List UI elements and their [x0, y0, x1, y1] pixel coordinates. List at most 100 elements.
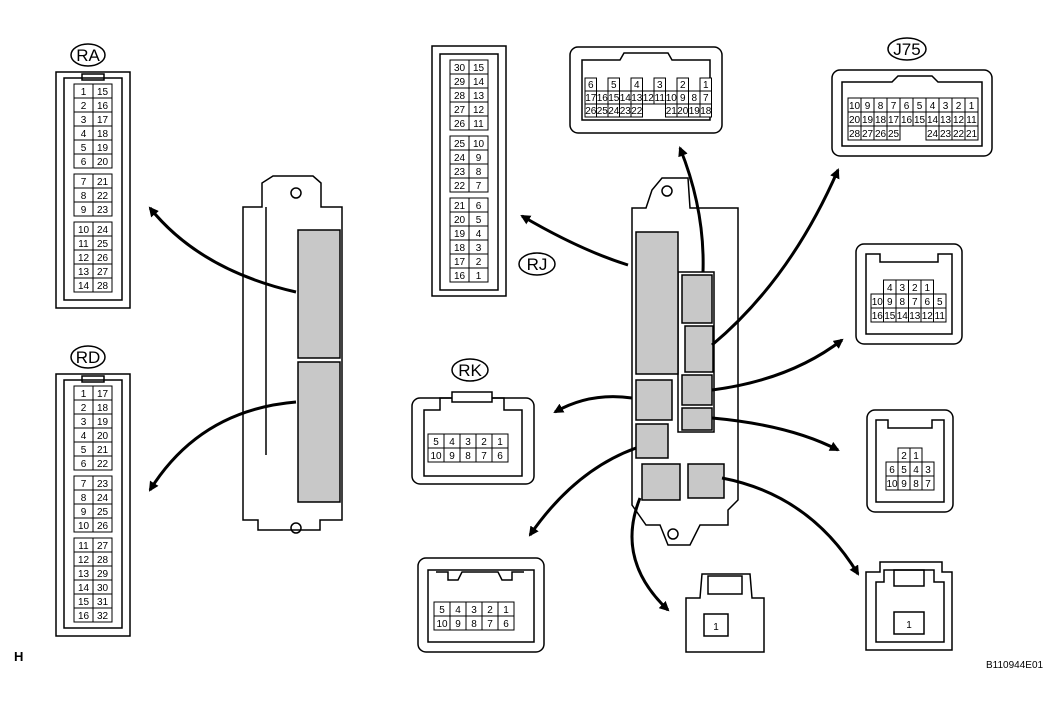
- j75-pin: 22: [953, 129, 965, 140]
- j75-pin: 23: [940, 129, 952, 140]
- rj-pin: 17: [454, 257, 466, 268]
- rk-pin: 7: [481, 451, 487, 462]
- top-mid-pin: 13: [631, 93, 643, 104]
- c16-pin: 9: [887, 297, 893, 308]
- c10-pin: 2: [901, 451, 907, 462]
- c16-pin: 4: [887, 283, 893, 294]
- rj-pin: 2: [476, 257, 482, 268]
- rd-pin: 32: [97, 611, 109, 622]
- j75-pin: 17: [888, 115, 900, 126]
- rk-pin: 2: [481, 437, 487, 448]
- j75-pin: 11: [966, 115, 977, 126]
- connector-rj-label: RJ: [527, 255, 548, 274]
- rd-pin: 15: [78, 597, 90, 608]
- top-mid-pin: 8: [691, 93, 697, 104]
- ra-pin: 22: [97, 191, 109, 202]
- ra-pin: 12: [78, 253, 90, 264]
- rk-cell: [491, 447, 509, 463]
- top-mid-pin: 25: [597, 106, 609, 117]
- rd-cell: [92, 607, 113, 623]
- rj-pin: 28: [454, 91, 466, 102]
- top-mid-pin: 23: [620, 106, 632, 117]
- ra-pin: 5: [81, 143, 87, 154]
- j75-pin: 26: [875, 129, 887, 140]
- ra-pin: 18: [97, 129, 109, 140]
- top-mid-pin: 17: [585, 93, 597, 104]
- ra-pin: 11: [78, 239, 89, 250]
- arrow-to-ra: [148, 206, 297, 294]
- j75-pin: 4: [930, 101, 936, 112]
- rd-pin: 4: [81, 431, 87, 442]
- top-mid-cell: [699, 103, 712, 118]
- top-mid-pin: 22: [631, 106, 643, 117]
- rd-pin: 18: [97, 403, 109, 414]
- rd-pin: 11: [78, 541, 89, 552]
- right-ecu-body: [631, 177, 739, 546]
- c10-pin: 3: [925, 465, 931, 476]
- rd-pin: 9: [81, 507, 87, 518]
- j75-pin: 27: [862, 129, 874, 140]
- rj-pin: 16: [454, 271, 466, 282]
- connector-1pin-a: 1: [685, 573, 765, 653]
- rd-pin: 8: [81, 493, 87, 504]
- rd-pin: 25: [97, 507, 109, 518]
- top-mid-pin: 19: [689, 106, 701, 117]
- connector-ra-label: RA: [76, 46, 100, 65]
- ra-pin: 4: [81, 129, 87, 140]
- ra-pin: 14: [78, 281, 90, 292]
- rd-pin: 27: [97, 541, 109, 552]
- ra-pin: 23: [97, 205, 109, 216]
- j75-pin: 8: [878, 101, 884, 112]
- ra-pin: 6: [81, 157, 87, 168]
- top-mid-pin: 10: [666, 93, 678, 104]
- top-mid-pin: 15: [608, 93, 620, 104]
- rk-pin: 4: [449, 437, 455, 448]
- top-mid-pin: 16: [597, 93, 609, 104]
- c10b-pin: 10: [436, 619, 448, 630]
- c16-pin: 8: [899, 297, 905, 308]
- arrows: [148, 146, 860, 612]
- ra-pin: 27: [97, 267, 109, 278]
- top-mid-pin: 26: [585, 106, 597, 117]
- arrow-to-c16: [711, 338, 844, 392]
- ra-pin: 20: [97, 157, 109, 168]
- rd-pin: 13: [78, 569, 90, 580]
- ra-cell: [92, 277, 113, 293]
- ra-pin: 21: [97, 177, 109, 188]
- rk-pin: 8: [465, 451, 471, 462]
- j75-pin: 12: [953, 115, 965, 126]
- corner-label: H: [14, 649, 23, 664]
- connector-rk-label: RK: [458, 361, 482, 380]
- rj-pin: 10: [473, 139, 485, 150]
- c10-pin: 10: [886, 479, 898, 490]
- ra-pin: 8: [81, 191, 87, 202]
- rd-pin: 19: [97, 417, 109, 428]
- rd-pin: 31: [97, 597, 109, 608]
- ra-pin: 15: [97, 87, 109, 98]
- rj-pin: 8: [476, 167, 482, 178]
- connector-1pin-b: 1: [865, 561, 953, 651]
- rd-pin: 20: [97, 431, 109, 442]
- c16-pin: 6: [924, 297, 930, 308]
- rj-cell: [468, 177, 489, 193]
- ra-pin: 24: [97, 225, 109, 236]
- c10b-pin: 5: [439, 605, 445, 616]
- c10-pin: 4: [913, 465, 919, 476]
- rj-pin: 1: [476, 271, 482, 282]
- j75-pin: 24: [927, 129, 939, 140]
- ra-pin: 26: [97, 253, 109, 264]
- j75-cell: [964, 125, 979, 141]
- j75-pin: 18: [875, 115, 887, 126]
- c16-pin: 15: [884, 311, 896, 322]
- left-ecu-body: [242, 175, 343, 534]
